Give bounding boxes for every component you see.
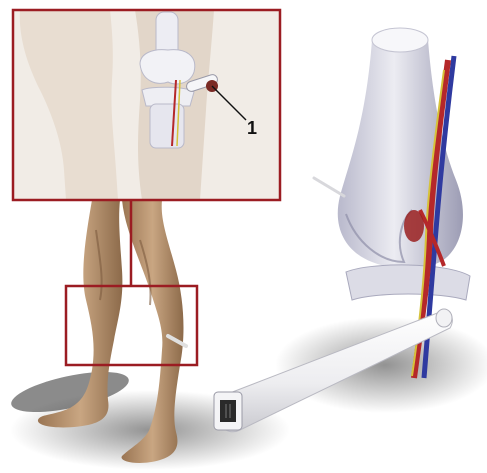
vessel-loop — [404, 210, 424, 242]
connector-port — [220, 400, 236, 422]
tibial-plateau — [346, 265, 470, 300]
inset-panel — [13, 10, 280, 200]
inset-tibia-plateau — [142, 87, 194, 106]
figure-legs — [8, 200, 290, 470]
implant-tube-end — [436, 309, 452, 327]
femur-cut-surface — [372, 28, 428, 52]
guide-needle — [314, 178, 344, 196]
inset-femur-condyle — [140, 50, 195, 84]
callout-label: 1 — [247, 118, 257, 138]
